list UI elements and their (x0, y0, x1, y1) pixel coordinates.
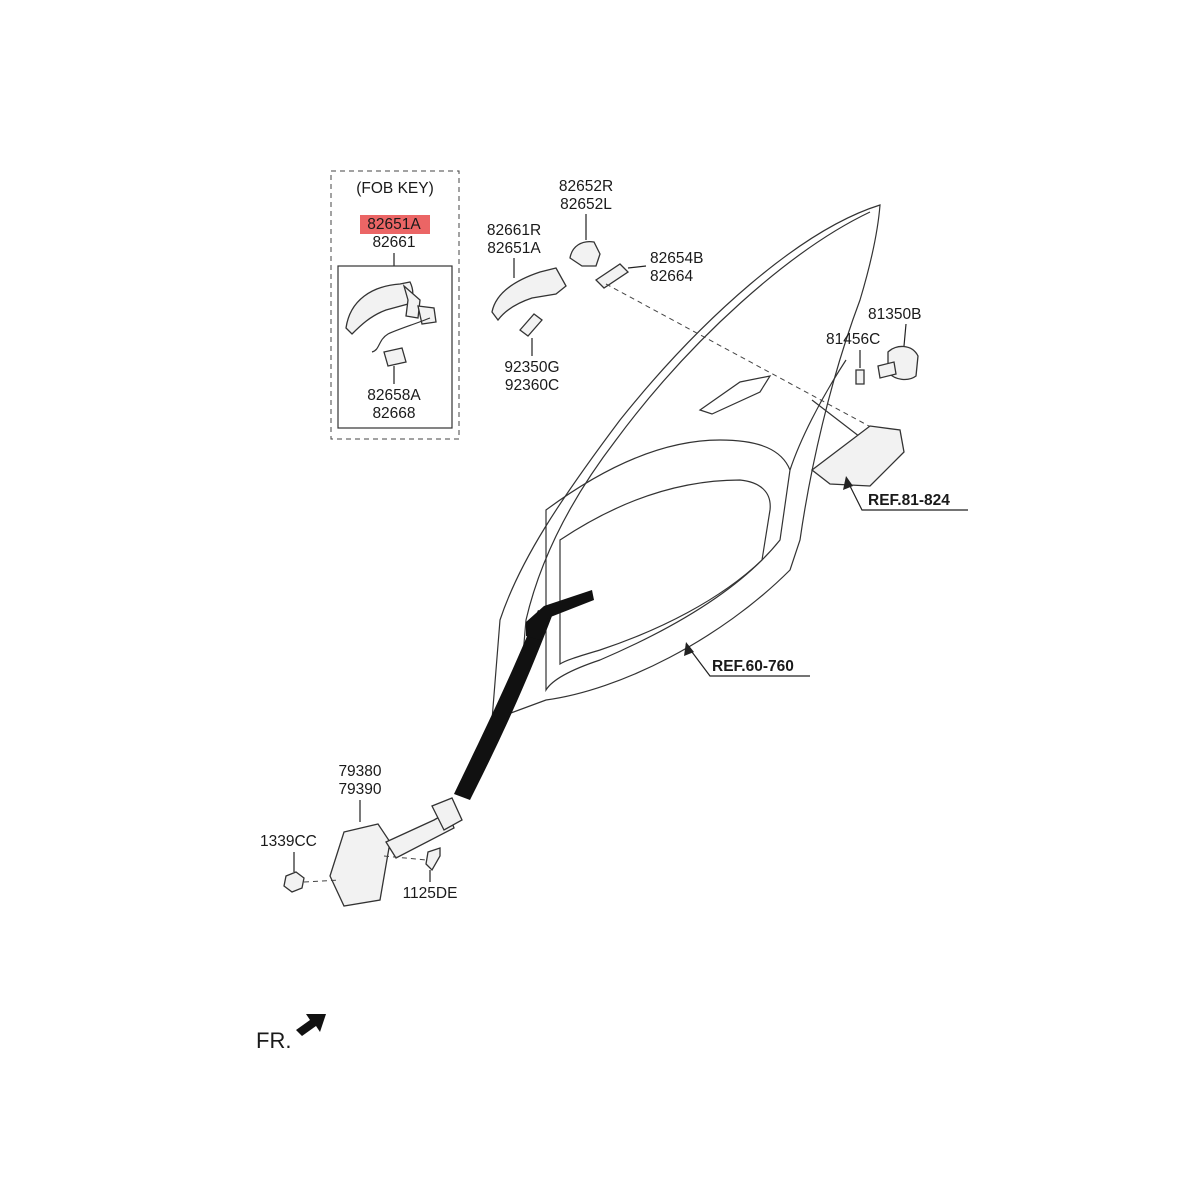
door-panel (491, 204, 891, 721)
fob-cable-part (371, 317, 431, 353)
ref-60-760-label[interactable]: REF.60-760 (712, 658, 794, 675)
part-number-82668[interactable]: 82668 (372, 405, 415, 422)
arrow-head (684, 642, 694, 656)
part-number-82651a[interactable]: 82651A (487, 240, 541, 257)
ref-60-760-arrow (685, 643, 810, 677)
part-number-82654b[interactable]: 82654B (650, 250, 703, 267)
part-number-82664[interactable]: 82664 (650, 268, 693, 285)
leader-line (627, 265, 647, 269)
door-checker-part (329, 823, 391, 907)
checker-end (431, 797, 463, 831)
front-direction-arrow (296, 1014, 326, 1036)
fob-cable-connector (383, 347, 407, 367)
fob-key-group-box (330, 170, 460, 440)
part-number-82661[interactable]: 82661 (372, 234, 415, 251)
arrow-head (843, 476, 853, 490)
cap-part (594, 263, 630, 289)
ref-81-824-label[interactable]: REF.81-824 (868, 492, 950, 509)
nut-part (283, 871, 305, 893)
check-strap-connector (454, 610, 552, 800)
part-number-81350b[interactable]: 81350B (868, 306, 921, 323)
bolt-part (855, 369, 865, 385)
part-number-1339cc[interactable]: 1339CC (260, 833, 317, 850)
part-number-79390[interactable]: 79390 (338, 781, 381, 798)
leader-line (903, 323, 907, 347)
outside-handle-part (491, 267, 567, 322)
part-number-82651a-highlighted[interactable]: 82651A (367, 216, 421, 233)
part-number-79380[interactable]: 79380 (338, 763, 381, 780)
screw-part (425, 847, 441, 872)
fob-handle-end (402, 284, 421, 319)
part-number-82652l[interactable]: 82652L (560, 196, 612, 213)
cover-part (569, 240, 601, 267)
fob-parts-box (337, 265, 453, 429)
part-number-82658a[interactable]: 82658A (367, 387, 421, 404)
ref-81-824-arrow (845, 477, 968, 511)
front-direction-label: FR. (256, 1028, 291, 1053)
fob-key-label: (FOB KEY) (356, 180, 434, 197)
part-number-82661r[interactable]: 82661R (487, 222, 541, 239)
fob-handle-clip (417, 305, 437, 325)
striker-tab (877, 361, 897, 379)
alignment-line (303, 879, 341, 883)
part-number-81456c[interactable]: 81456C (826, 331, 880, 348)
alignment-line (605, 283, 881, 433)
part-number-92350g[interactable]: 92350G (504, 359, 559, 376)
pad-part (519, 313, 543, 337)
part-number-82652r[interactable]: 82652R (559, 178, 613, 195)
fob-handle-part (345, 281, 414, 335)
mount-bracket (526, 590, 594, 640)
latch-assembly-part (810, 425, 905, 487)
alignment-line (383, 855, 427, 861)
highlight-marker (360, 215, 430, 234)
part-number-92360c[interactable]: 92360C (505, 377, 559, 394)
part-number-1125de[interactable]: 1125DE (403, 885, 458, 902)
